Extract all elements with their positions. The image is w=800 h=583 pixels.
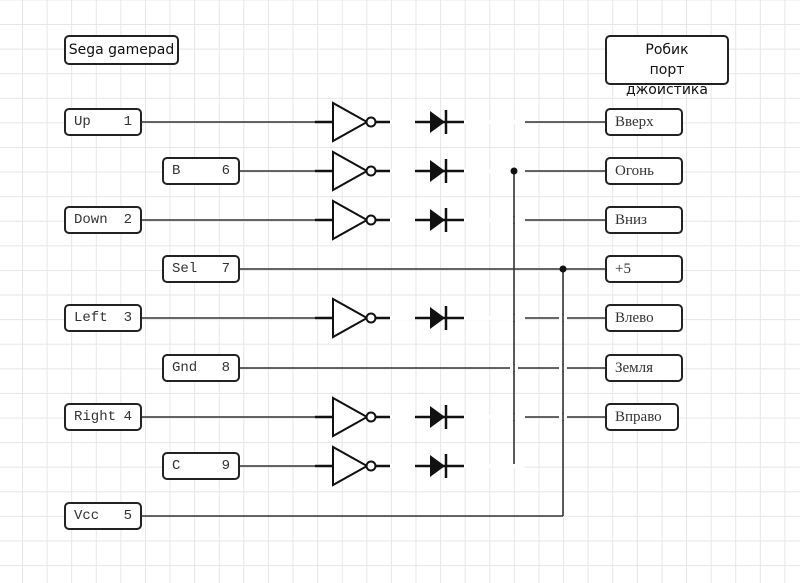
inverter-bubble xyxy=(365,165,377,177)
gamepad-pin-sel: Sel 7 xyxy=(162,255,240,283)
inverter-icon xyxy=(332,101,370,143)
robik-port-header: Робик порт джойстика xyxy=(605,35,729,98)
inverter-icon xyxy=(332,396,370,438)
pin-name: Sel xyxy=(172,261,198,277)
inverter-icon xyxy=(332,445,370,487)
sega-gamepad-header: Sega gamepad xyxy=(64,35,179,65)
robik-title: Робик xyxy=(645,42,689,58)
gamepad-pin-gnd: Gnd 8 xyxy=(162,354,240,382)
robik-pin-5: Земля xyxy=(605,354,683,382)
junction-dot xyxy=(559,265,567,273)
pin-name: Left xyxy=(74,310,108,326)
pin-number: 1 xyxy=(123,114,132,130)
robik-pin-4: Влево xyxy=(605,304,683,332)
robik-pin-0: Вверх xyxy=(605,108,683,136)
pin-number: 8 xyxy=(221,360,230,376)
gamepad-pin-left: Left 3 xyxy=(64,304,142,332)
diode-icon xyxy=(430,160,445,182)
gamepad-pin-right: Right 4 xyxy=(64,403,142,431)
pin-name: Down xyxy=(74,212,108,228)
diode-icon xyxy=(430,406,445,428)
inverter-bubble xyxy=(365,214,377,226)
inverter-icon xyxy=(332,297,370,339)
pin-name: Vcc xyxy=(74,508,100,524)
pin-number: 2 xyxy=(123,212,132,228)
pin-number: 3 xyxy=(123,310,132,326)
inverter-icon xyxy=(332,150,370,192)
pin-name: C xyxy=(172,458,181,474)
inverter-bubble xyxy=(365,116,377,128)
robik-pin-2: Вниз xyxy=(605,206,683,234)
diode-icon xyxy=(430,111,445,133)
gamepad-pin-up: Up 1 xyxy=(64,108,142,136)
inverter-icon xyxy=(332,199,370,241)
pin-number: 6 xyxy=(221,163,230,179)
diode-icon xyxy=(430,307,445,329)
inverter-bubble xyxy=(365,312,377,324)
pin-number: 7 xyxy=(221,261,230,277)
gamepad-pin-down: Down 2 xyxy=(64,206,142,234)
diode-icon xyxy=(430,209,445,231)
pin-number: 4 xyxy=(123,409,132,425)
robik-pin-3: +5 xyxy=(605,255,683,283)
gamepad-pin-vcc: Vcc 5 xyxy=(64,502,142,530)
inverter-bubble xyxy=(365,460,377,472)
pin-name: Gnd xyxy=(172,360,198,376)
pin-name: Up xyxy=(74,114,91,130)
robik-subtitle: порт джойстика xyxy=(626,62,708,98)
robik-pin-1: Огонь xyxy=(605,157,683,185)
pin-number: 5 xyxy=(123,508,132,524)
junction-dot xyxy=(510,167,518,175)
diode-icon xyxy=(430,455,445,477)
pin-name: Right xyxy=(74,409,117,425)
robik-pin-6: Вправо xyxy=(605,403,679,431)
pin-number: 9 xyxy=(221,458,230,474)
inverter-bubble xyxy=(365,411,377,423)
pin-name: B xyxy=(172,163,181,179)
